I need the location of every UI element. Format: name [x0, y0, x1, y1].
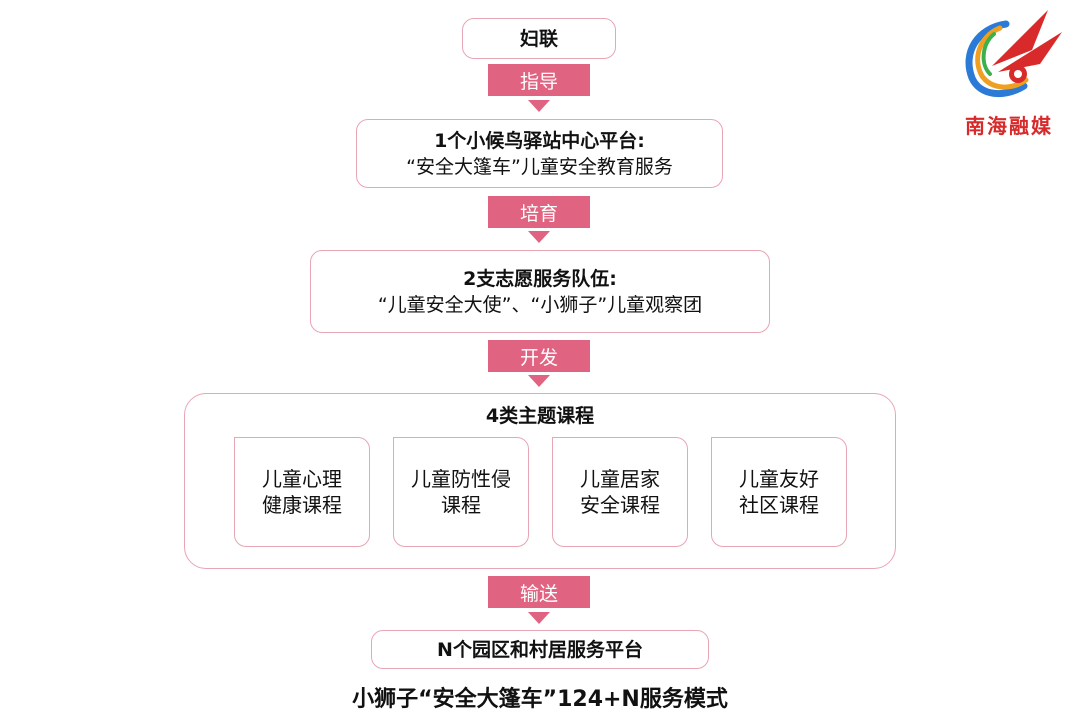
node-top: 妇联 [462, 18, 616, 59]
node-teams-subtitle: “儿童安全大使”、“小狮子”儿童观察团 [377, 293, 703, 316]
course-home-safety: 儿童居家 安全课程 [552, 437, 688, 547]
nanhai-media-logo: 南海融媒 [944, 6, 1074, 141]
node-bottom-label: N个园区和村居服务平台 [437, 638, 643, 661]
course-abuse-prevention: 儿童防性侵 课程 [393, 437, 529, 547]
connector-cultivate-label: 培育 [519, 202, 558, 225]
diagram-caption: 小狮子“安全大篷车”124+N服务模式 [352, 687, 728, 712]
course-mental-health: 儿童心理 健康课程 [234, 437, 370, 547]
node-platform: 1个小候鸟驿站中心平台: “安全大篷车”儿童安全教育服务 [356, 119, 723, 188]
arrow-4 [528, 612, 550, 624]
connector-deliver-label: 输送 [519, 582, 558, 605]
node-platform-subtitle: “安全大篷车”儿童安全教育服务 [406, 155, 673, 178]
arrow-1 [528, 100, 550, 112]
node-teams-title: 2支志愿服务队伍: [463, 267, 617, 290]
connector-develop: 开发 [488, 340, 590, 372]
course-community: 儿童友好 社区课程 [711, 437, 847, 547]
arrow-3 [528, 375, 550, 387]
logo-emblem-icon [965, 10, 1062, 98]
connector-guide: 指导 [488, 64, 590, 96]
arrow-2 [528, 231, 550, 243]
node-top-label: 妇联 [519, 27, 558, 50]
connector-deliver: 输送 [488, 576, 590, 608]
connector-guide-label: 指导 [519, 70, 558, 93]
node-platform-title: 1个小候鸟驿站中心平台: [434, 129, 645, 152]
node-bottom: N个园区和村居服务平台 [371, 630, 709, 669]
courses-title: 4类主题课程 [485, 405, 595, 427]
logo-text: 南海融媒 [965, 114, 1053, 138]
node-teams: 2支志愿服务队伍: “儿童安全大使”、“小狮子”儿童观察团 [310, 250, 770, 333]
connector-cultivate: 培育 [488, 196, 590, 228]
connector-develop-label: 开发 [519, 346, 558, 369]
